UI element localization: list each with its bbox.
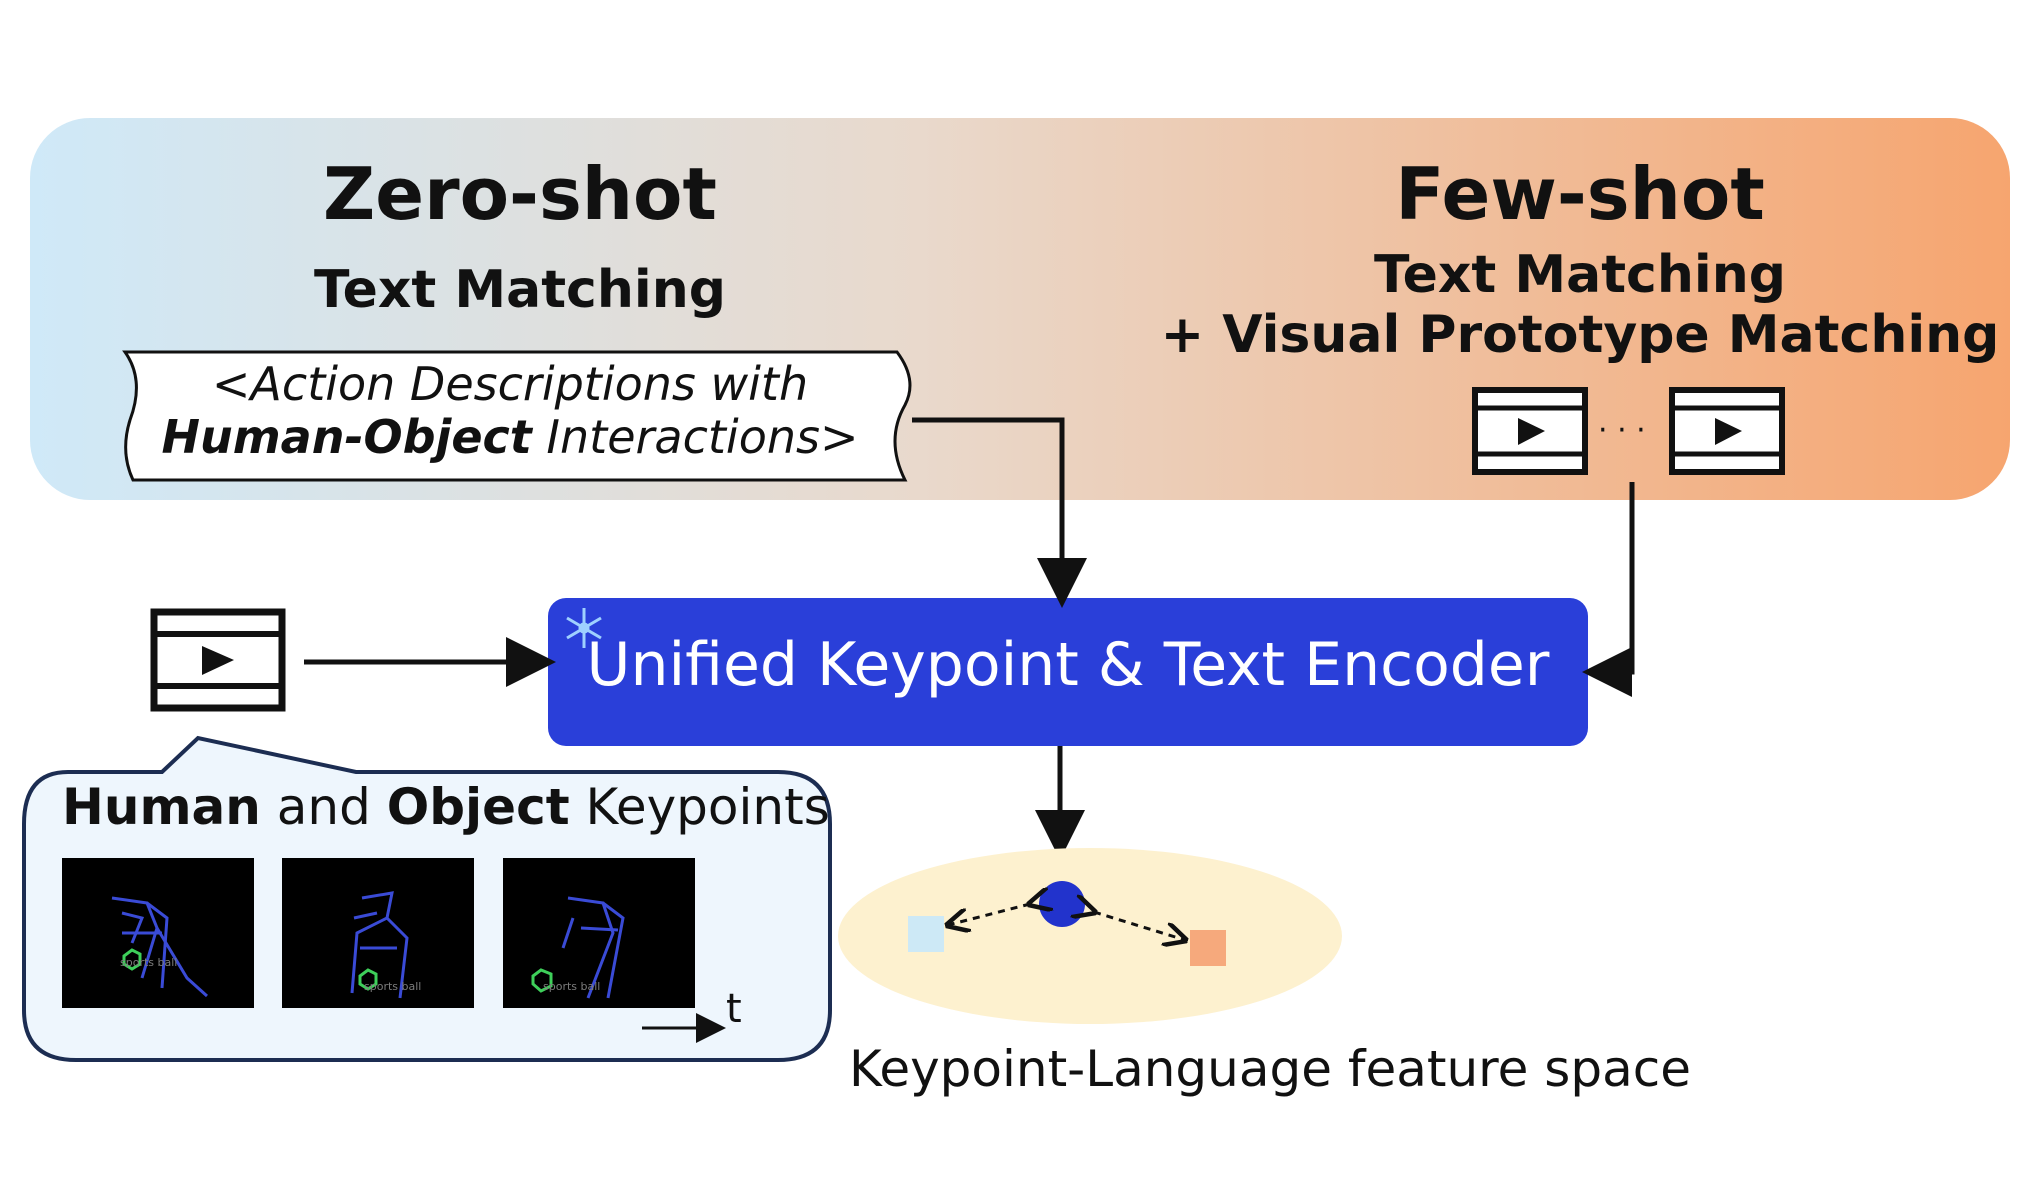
keypoint-embedding-dot bbox=[1039, 881, 1085, 927]
few-shot-subtitle-line1: Text Matching bbox=[1374, 245, 1786, 305]
left-dashed-arrow bbox=[948, 904, 1030, 925]
svg-text:sports ball: sports ball bbox=[543, 980, 600, 993]
keypoint-frame-1: sports ball bbox=[62, 858, 254, 1008]
action-description-line2: Human-Object Interactions> bbox=[140, 410, 880, 464]
zero-shot-subtitle: Text Matching bbox=[314, 260, 726, 320]
time-label: t bbox=[726, 986, 742, 1032]
keypoints-title-and: and bbox=[260, 778, 387, 836]
zero-shot-title: Zero-shot bbox=[323, 152, 717, 236]
feature-space-label: Keypoint-Language feature space bbox=[849, 1040, 1691, 1098]
prototype-embedding-square bbox=[1190, 930, 1226, 966]
few-shot-title: Few-shot bbox=[1395, 152, 1765, 236]
svg-text:sports ball: sports ball bbox=[364, 980, 421, 993]
human-object-emphasis: Human-Object bbox=[161, 410, 532, 464]
encoder-box bbox=[548, 598, 1588, 746]
film-icon-2 bbox=[1669, 387, 1785, 475]
keypoints-title: Human and Object Keypoints bbox=[62, 778, 830, 836]
arrow-fewshot-to-encoder bbox=[1582, 482, 1635, 697]
few-shot-subtitle-line2: + Visual Prototype Matching bbox=[1160, 305, 2000, 365]
keypoints-title-end: Keypoints bbox=[569, 778, 830, 836]
film-icon-1 bbox=[1472, 387, 1588, 475]
input-video-icon bbox=[150, 608, 286, 712]
keypoint-frame-2: sports ball bbox=[282, 858, 474, 1008]
ellipsis-dots: · · · bbox=[1598, 413, 1646, 448]
right-dashed-arrow bbox=[1094, 912, 1185, 940]
action-description-line1: <Action Descriptions with bbox=[211, 357, 809, 411]
keypoint-frame-3: sports ball bbox=[503, 858, 695, 1008]
keypoints-title-object: Object bbox=[386, 778, 570, 836]
text-embedding-square bbox=[908, 916, 944, 952]
arrow-description-to-encoder bbox=[912, 417, 1087, 608]
svg-text:sports ball: sports ball bbox=[120, 956, 177, 969]
keypoints-title-human: Human bbox=[62, 778, 261, 836]
snowflake-icon bbox=[566, 608, 602, 648]
interactions-text: Interactions> bbox=[531, 410, 859, 464]
encoder-label: Unified Keypoint & Text Encoder bbox=[586, 630, 1550, 700]
action-description-scroll bbox=[122, 350, 912, 482]
